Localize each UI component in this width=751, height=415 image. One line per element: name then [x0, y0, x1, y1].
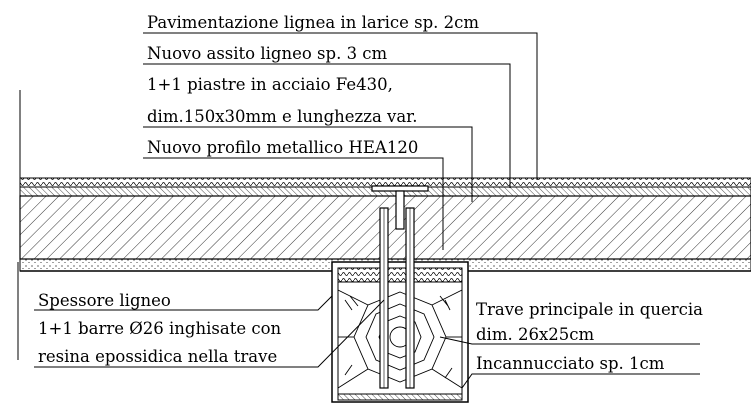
label-pavimentazione: Pavimentazione lignea in larice sp. 2cm — [147, 13, 479, 32]
label-assito: Nuovo assito ligneo sp. 3 cm — [147, 44, 388, 63]
label-piastre-line2: dim.150x30mm e lunghezza var. — [147, 107, 418, 126]
label-barre-line1: 1+1 barre Ø26 inghisate con — [38, 319, 282, 338]
label-barre-line2: resina epossidica nella trave — [38, 347, 277, 366]
label-spessore: Spessore ligneo — [38, 291, 171, 310]
leader-lines — [34, 32, 700, 389]
wood-grain-rings — [338, 289, 462, 389]
annotation-labels: Pavimentazione lignea in larice sp. 2cm … — [38, 13, 703, 373]
oak-beam — [331, 261, 469, 403]
steel-profile-hea120 — [371, 185, 429, 389]
label-incannucciato: Incannucciato sp. 1cm — [476, 354, 665, 373]
label-trave-line1: Trave principale in quercia — [476, 300, 703, 319]
label-trave-line2: dim. 26x25cm — [476, 325, 595, 344]
label-profilo: Nuovo profilo metallico HEA120 — [147, 138, 418, 157]
left-break-marks — [17, 90, 21, 360]
label-piastre-line1: 1+1 piastre in acciaio Fe430, — [147, 75, 393, 94]
